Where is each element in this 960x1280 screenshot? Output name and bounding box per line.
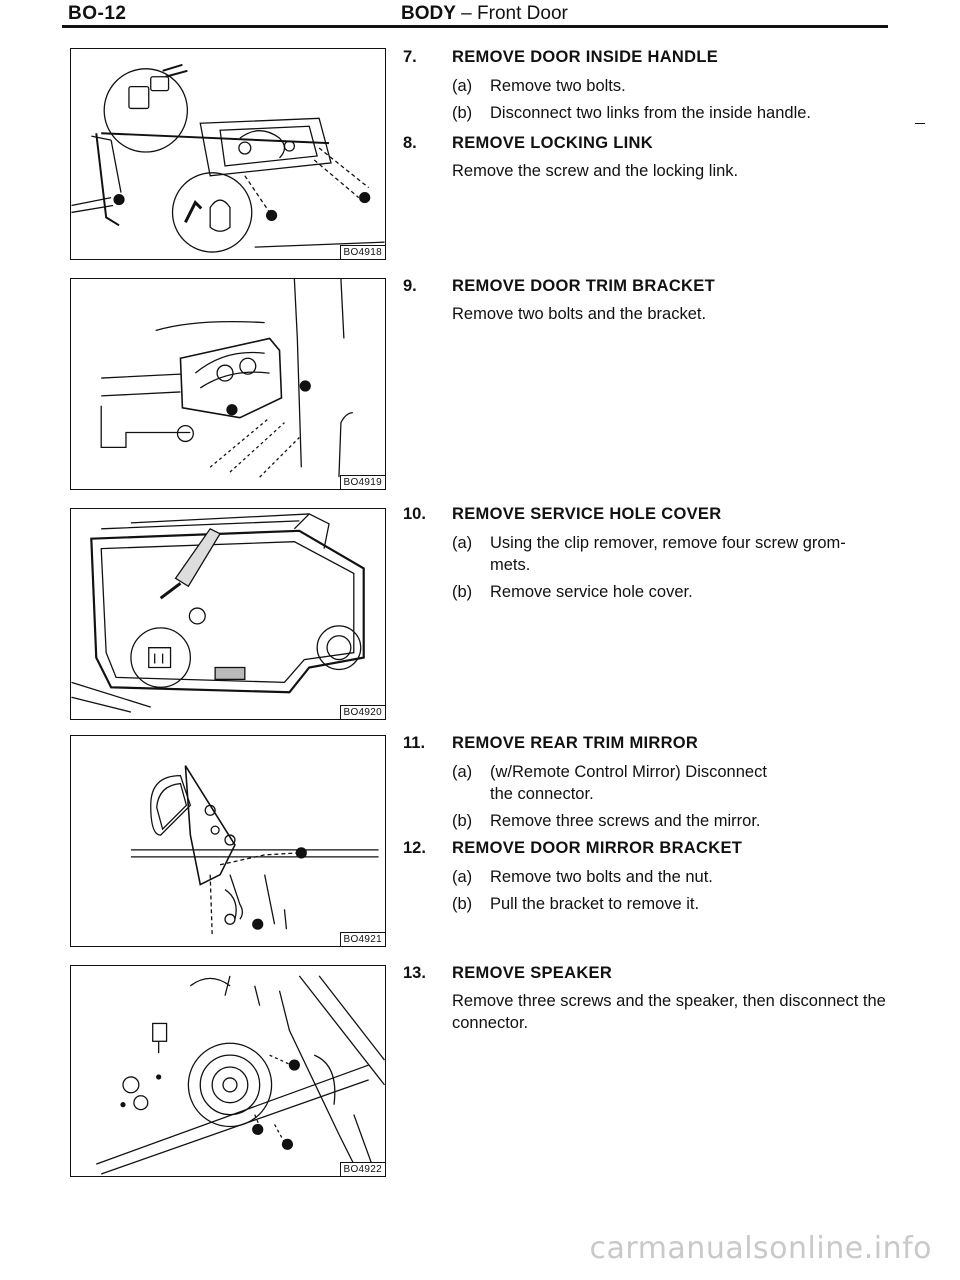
step-9: 9. REMOVE DOOR TRIM BRACKET Remove two b… xyxy=(403,275,903,325)
substep-label: (a) xyxy=(452,868,473,886)
substep-text: Disconnect two links from the inside han… xyxy=(490,104,811,122)
figure-code: BO4921 xyxy=(339,932,385,946)
substep-text: Remove three screws and the mirror. xyxy=(490,812,761,830)
step-13: 13. REMOVE SPEAKER Remove three screws a… xyxy=(403,962,903,1034)
step-12: 12. REMOVE DOOR MIRROR BRACKET (a) Remove… xyxy=(403,837,903,915)
step-text: Remove two bolts and the bracket. xyxy=(452,305,707,323)
substep: (b) Disconnect two links from the inside … xyxy=(452,102,903,124)
subsection-name: Front Door xyxy=(477,3,568,24)
section-title: BODY – Front Door xyxy=(401,3,568,25)
substep: (a) (w/Remote Control Mirror) Disconnect … xyxy=(452,761,770,805)
substep: (b) Pull the bracket to remove it. xyxy=(452,893,903,915)
step-number: 13. xyxy=(403,964,426,982)
step-text: Remove three screws and the speaker, the… xyxy=(452,992,886,1032)
substep-label: (b) xyxy=(452,895,473,913)
substep-label: (a) xyxy=(452,763,473,781)
step-title: REMOVE DOOR TRIM BRACKET xyxy=(452,277,715,295)
substep: (a) Remove two bolts and the nut. xyxy=(452,866,903,888)
margin-mark xyxy=(915,123,925,124)
substep: (a) Using the clip remover, remove four s… xyxy=(452,532,886,576)
substep: (b) Remove service hole cover. xyxy=(452,581,903,603)
figure-speaker: BO4922 xyxy=(70,965,386,1177)
step-title: REMOVE DOOR MIRROR BRACKET xyxy=(452,839,743,857)
substep-label: (a) xyxy=(452,77,473,95)
speaker-diagram-icon xyxy=(96,975,385,1175)
substep-label: (b) xyxy=(452,104,473,122)
step-number: 9. xyxy=(403,277,417,295)
step-number: 10. xyxy=(403,505,426,523)
step-number: 12. xyxy=(403,839,426,857)
header-rule xyxy=(62,25,888,28)
section-separator: – xyxy=(455,3,478,24)
step-11: 11. REMOVE REAR TRIM MIRROR (a) (w/Remote… xyxy=(403,732,903,832)
substep-label: (a) xyxy=(452,534,473,552)
figure-code: BO4920 xyxy=(339,705,385,719)
section-name: BODY xyxy=(401,3,456,24)
figure-rear-trim-mirror: BO4921 xyxy=(70,735,386,947)
trim-bracket-diagram-icon xyxy=(100,279,353,478)
step-title: REMOVE SERVICE HOLE COVER xyxy=(452,505,722,523)
step-text: Remove the screw and the locking link. xyxy=(452,162,739,180)
step-title: REMOVE DOOR INSIDE HANDLE xyxy=(452,48,719,66)
substep-text: (w/Remote Control Mirror) Disconnect the… xyxy=(490,763,767,803)
step-number: 8. xyxy=(403,134,417,152)
step-number: 11. xyxy=(403,734,426,752)
substep-label: (b) xyxy=(452,583,473,601)
step-title: REMOVE SPEAKER xyxy=(452,964,613,982)
page-code: BO-12 xyxy=(68,3,127,24)
substep: (a) Remove two bolts. xyxy=(452,75,903,97)
service-hole-cover-diagram-icon xyxy=(71,513,365,713)
step-number: 7. xyxy=(403,48,417,66)
figure-inside-handle: BO4918 xyxy=(70,48,386,260)
substep-label: (b) xyxy=(452,812,473,830)
substep: (b) Remove three screws and the mirror. xyxy=(452,810,903,832)
figure-code: BO4918 xyxy=(339,245,385,259)
substep-text: Pull the bracket to remove it. xyxy=(490,895,700,913)
step-title: REMOVE LOCKING LINK xyxy=(452,134,653,152)
watermark: carmanualsonline.info xyxy=(589,1231,932,1266)
figure-service-hole-cover: BO4920 xyxy=(70,508,386,720)
substep-text: Remove two bolts. xyxy=(490,77,626,95)
figure-code: BO4919 xyxy=(339,475,385,489)
step-8: 8. REMOVE LOCKING LINK Remove the screw … xyxy=(403,132,903,182)
inside-handle-diagram-icon xyxy=(71,63,385,253)
substep-text: Remove service hole cover. xyxy=(490,583,693,601)
rear-trim-mirror-diagram-icon xyxy=(130,765,379,935)
figure-trim-bracket: BO4919 xyxy=(70,278,386,490)
step-7: 7. REMOVE DOOR INSIDE HANDLE (a) Remove t… xyxy=(403,46,903,124)
figure-code: BO4922 xyxy=(339,1162,385,1176)
substep-text: Remove two bolts and the nut. xyxy=(490,868,713,886)
step-title: REMOVE REAR TRIM MIRROR xyxy=(452,734,699,752)
page-header: BO-12 BODY – Front Door xyxy=(0,0,960,30)
step-10: 10. REMOVE SERVICE HOLE COVER (a) Using t… xyxy=(403,503,903,603)
substep-text: Using the clip remover, remove four scre… xyxy=(490,534,846,574)
